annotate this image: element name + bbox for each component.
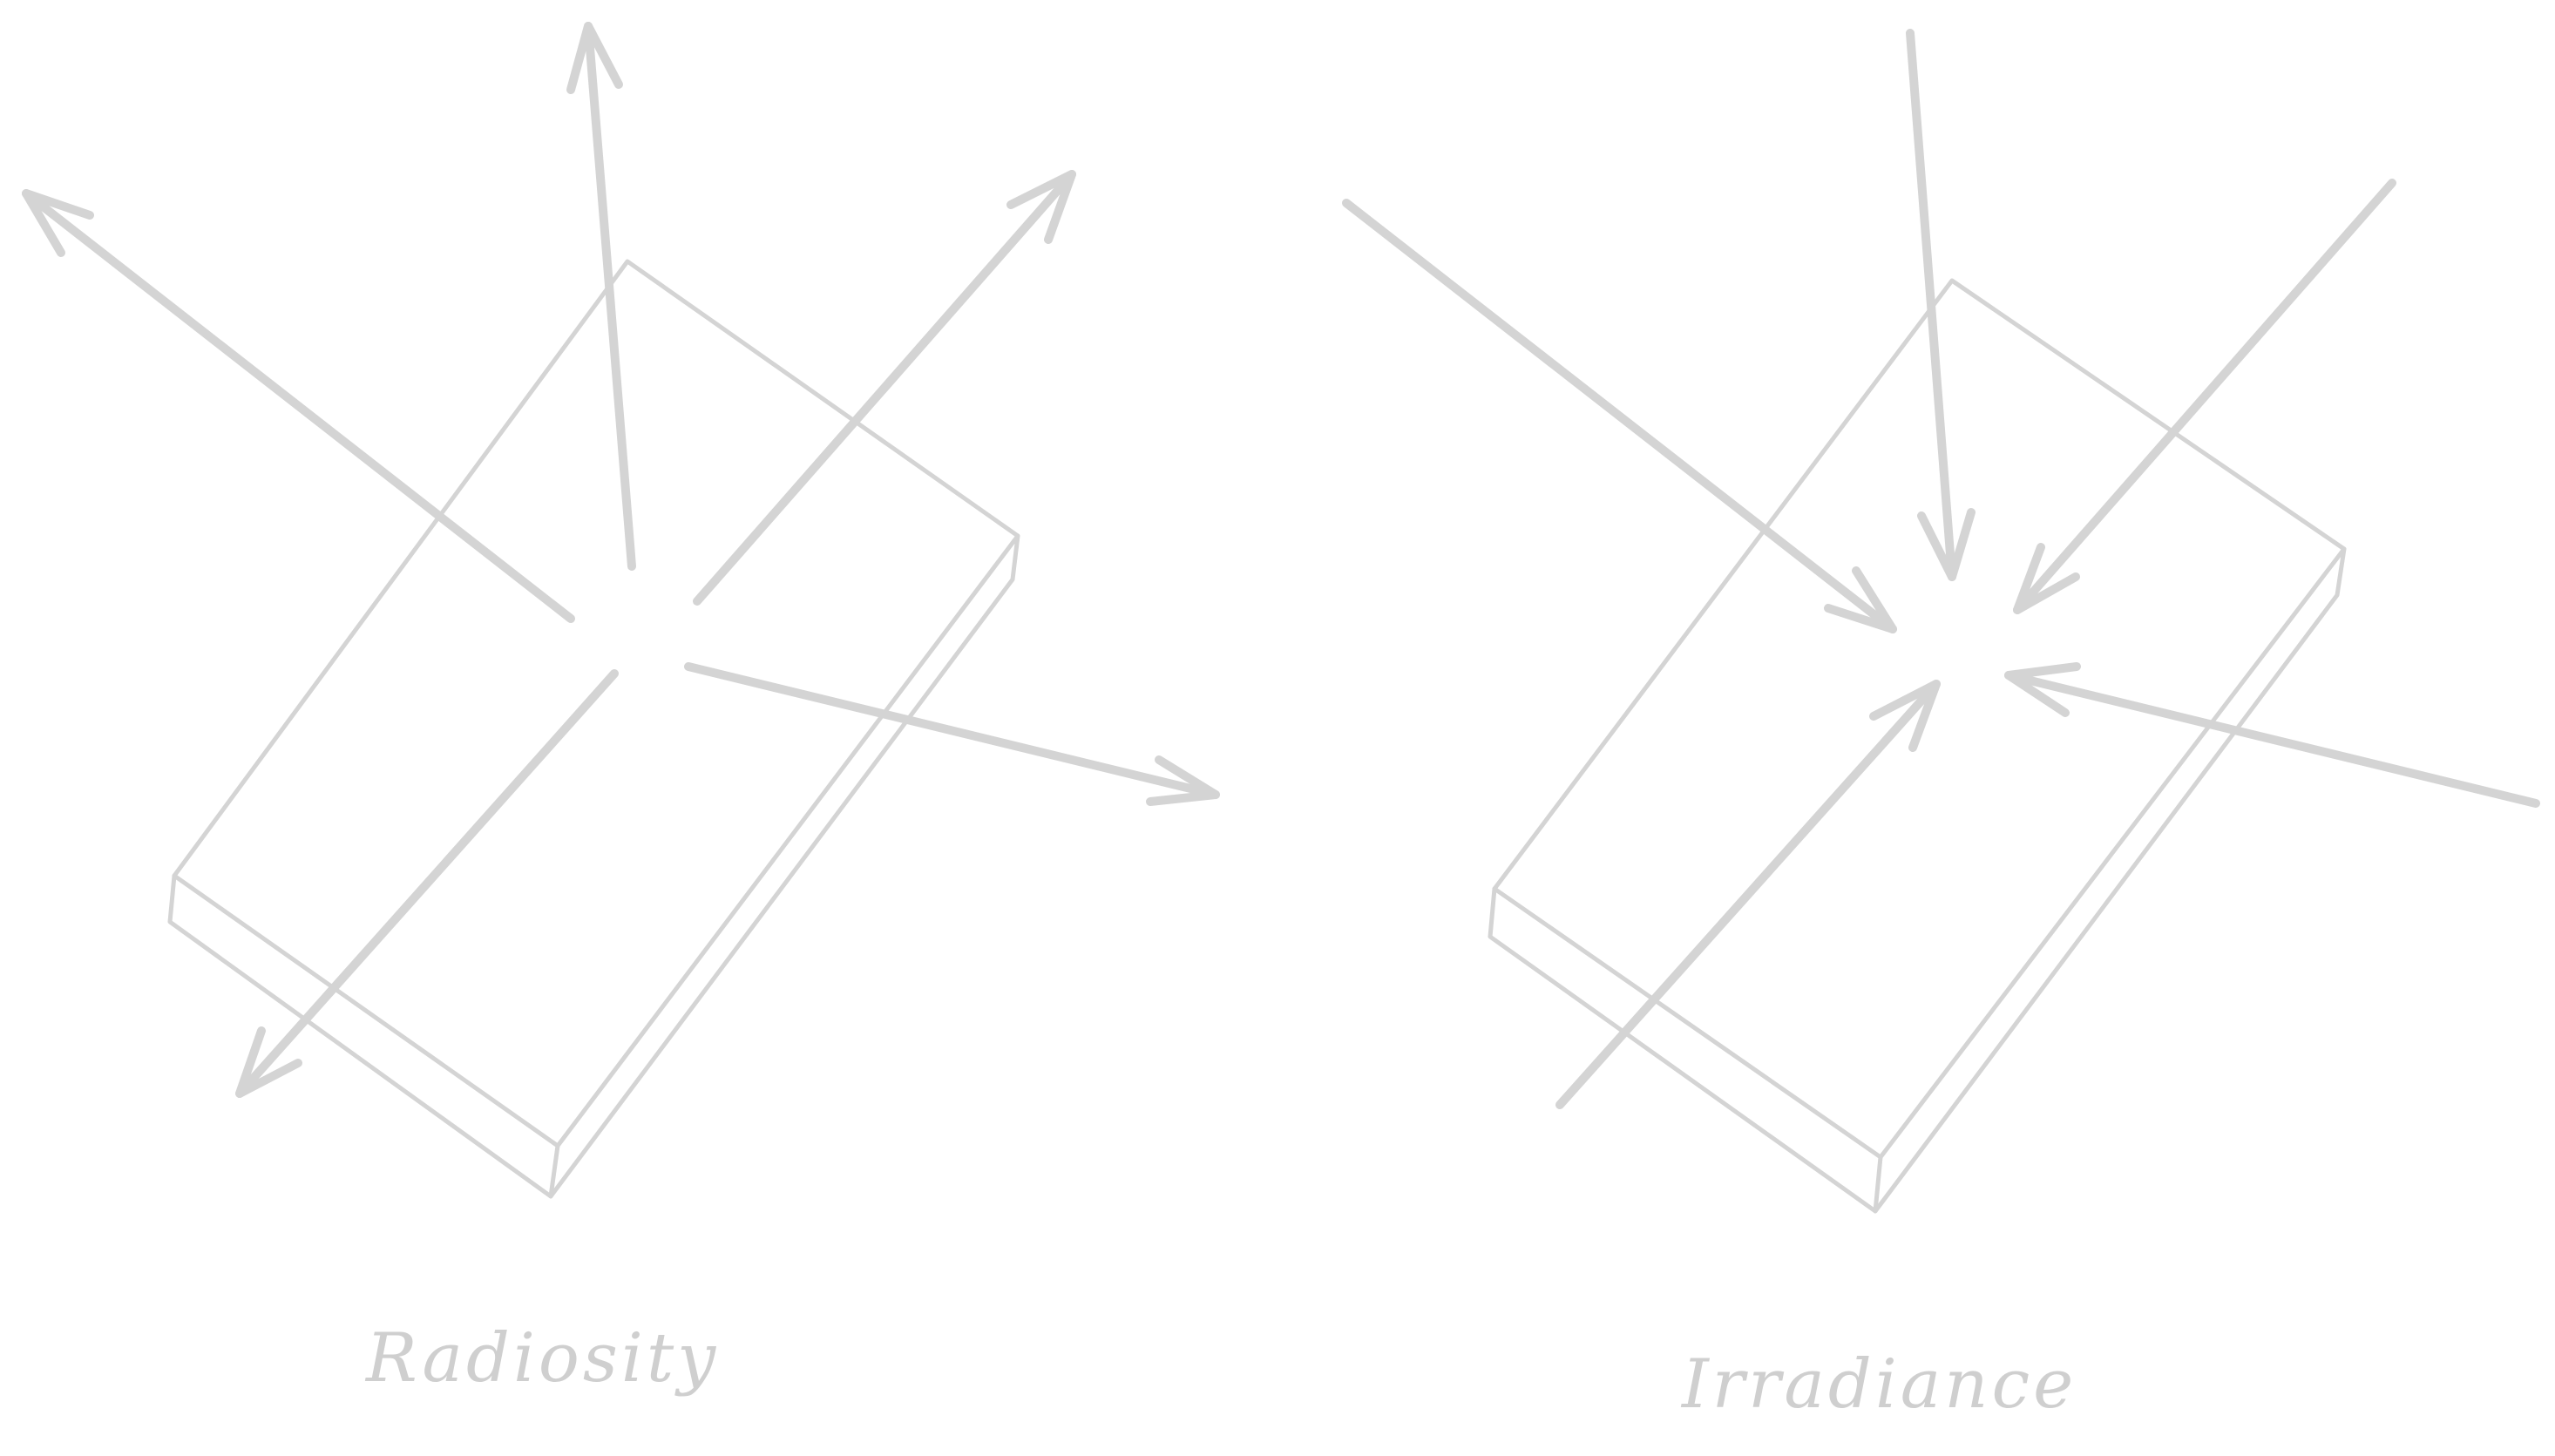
irradiance-incoming-rays [1342,29,2540,1109]
irradiance-ray-from-right [2004,662,2540,808]
radiosity-ray-upright-arrowhead [1006,170,1076,244]
irradiance-caption: Irradiance [1682,1345,2077,1424]
radiosity-ray-up-arrowhead [566,22,623,94]
radiosity-ray-downleft-arrowhead [235,1026,302,1098]
radiosity-ray-right-shaft [684,662,1220,799]
radiosity-ray-upleft [22,189,575,623]
irradiance-panel [1342,29,2540,1214]
radiosity-ray-upright [693,170,1076,606]
radiosity-ray-upleft-arrowhead [22,189,94,257]
irradiance-ray-from-downleft-arrowhead [1869,680,1941,752]
radiosity-ray-up [566,22,636,571]
radiosity-slab-corner-edge [548,1143,560,1199]
irradiance-ray-from-upleft [1342,199,1897,633]
irradiance-ray-from-top [1906,29,1976,581]
irradiance-ray-from-upright-arrowhead [2013,543,2080,614]
radiosity-caption: Radiosity [366,1319,720,1398]
irradiance-slab-corner-edge [1873,1155,1883,1214]
radiosity-ray-right [684,662,1220,806]
irradiance-ray-from-upleft-arrowhead [1824,566,1897,633]
irradiance-ray-from-upleft-shaft [1342,199,1897,633]
radiosity-ray-upleft-shaft [22,189,575,623]
radiosity-slab-top-face [172,259,1020,1148]
radiosity-ray-up-shaft [584,22,636,571]
irradiance-ray-from-right-arrowhead [2004,662,2081,717]
radiosity-panel [22,22,1220,1199]
radiosity-ray-upright-shaft [693,170,1076,606]
irradiance-ray-from-right-shaft [2004,671,2540,808]
irradiance-ray-from-upright [2013,179,2396,614]
radiosity-ray-downleft [235,669,619,1098]
irradiance-ray-from-top-shaft [1906,29,1956,581]
irradiance-ray-from-top-arrowhead [1917,508,1976,581]
radiosity-ray-downleft-shaft [235,669,619,1098]
radiosity-ray-right-arrowhead [1146,755,1220,806]
radiosity-outgoing-rays [22,22,1220,1098]
radiosity-surface-slab [167,259,1020,1199]
irradiance-ray-from-upright-shaft [2013,179,2396,614]
irradiance-ray-from-downleft [1555,680,1941,1109]
irradiance-ray-from-downleft-shaft [1555,680,1941,1109]
irradiance-surface-slab [1488,278,2347,1214]
